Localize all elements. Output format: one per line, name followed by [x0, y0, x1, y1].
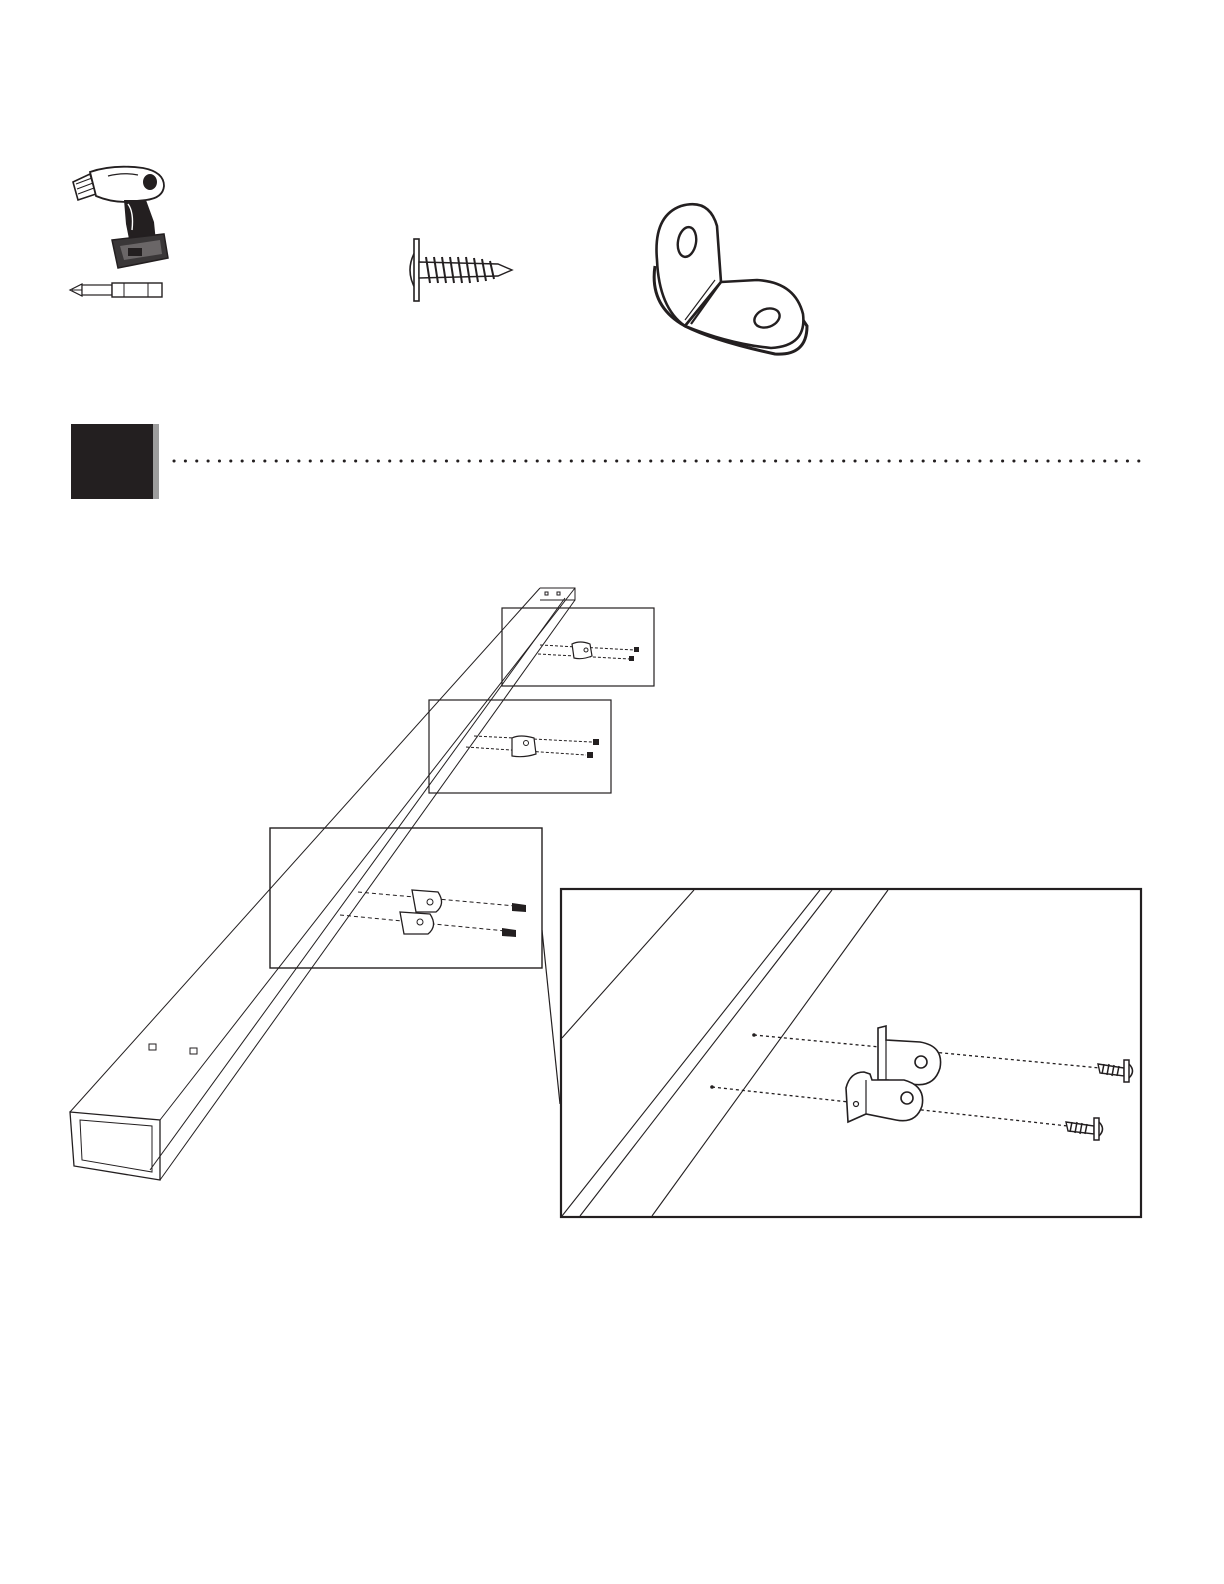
callout-box-top	[502, 608, 654, 686]
callout-box-lower	[270, 828, 560, 1104]
callout-box-middle	[429, 700, 611, 793]
detail-view	[561, 889, 1141, 1217]
phillips-bit-icon	[68, 280, 168, 300]
angle-bracket-icon	[645, 196, 815, 364]
assembly-diagram	[0, 560, 1224, 1260]
step-number-box	[71, 424, 153, 499]
screw-icon	[402, 234, 520, 304]
drill-icon	[68, 160, 178, 275]
step-number-shadow	[153, 424, 159, 499]
step-separator-dotted-line	[170, 456, 1145, 466]
